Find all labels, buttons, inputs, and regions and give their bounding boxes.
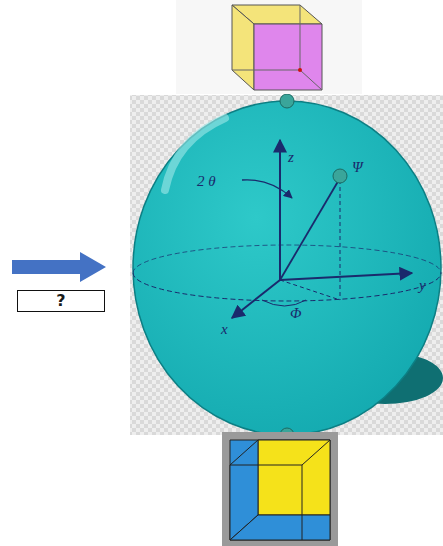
axis-label: Φ xyxy=(290,306,301,321)
top-cube xyxy=(176,0,362,94)
highlight xyxy=(165,118,225,190)
y-axis xyxy=(280,273,412,280)
projection-line xyxy=(280,280,340,300)
state-vector xyxy=(280,178,340,280)
axis-label: y xyxy=(419,278,426,293)
state-point xyxy=(333,169,347,183)
bloch-sphere xyxy=(133,101,441,435)
input-arrow xyxy=(12,252,106,282)
axis-label: z xyxy=(288,150,294,165)
axis-label: 2 θ xyxy=(197,174,216,189)
bottom-cube xyxy=(222,432,338,546)
axis-label: x xyxy=(221,322,228,337)
question-mark: ? xyxy=(56,293,65,309)
north-pole xyxy=(280,94,294,108)
x-axis xyxy=(232,280,280,318)
question-box: ? xyxy=(17,290,105,312)
theta-arc xyxy=(242,180,292,198)
projection-line xyxy=(340,180,341,300)
axis-label: Ψ xyxy=(352,160,363,175)
equator-front xyxy=(133,273,441,301)
z-axis xyxy=(279,140,281,280)
checker-ground xyxy=(130,95,443,435)
